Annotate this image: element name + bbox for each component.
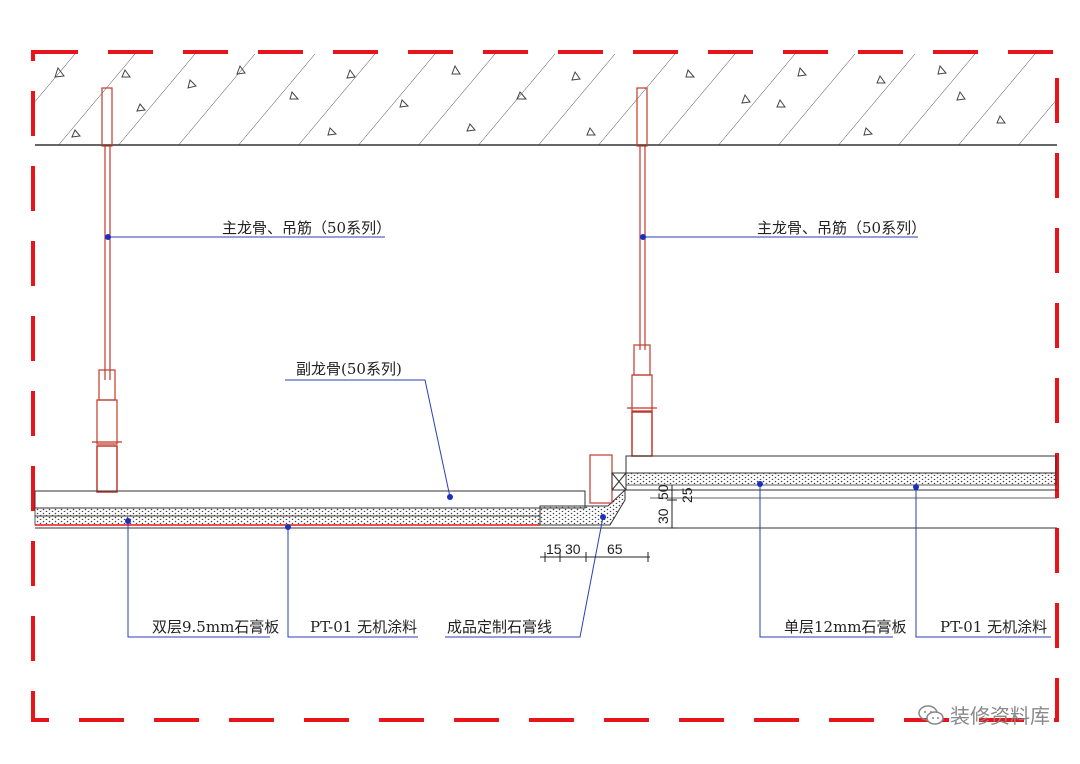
wechat-icon (918, 704, 944, 725)
dim-30-vertical: 30 (655, 508, 671, 524)
concrete-slab (35, 54, 1057, 146)
label-pt01-left: PT-01 无机涂料 (310, 618, 417, 636)
drawing-frame (31, 50, 1059, 722)
upper-ceiling-right (35, 455, 1057, 529)
leader-dots (105, 234, 919, 530)
plaster-line-profile (539, 454, 627, 526)
dim-50: 50 (655, 484, 671, 500)
label-plaster-line: 成品定制石膏线 (447, 618, 552, 636)
watermark-text: 装修资料库 (950, 704, 1050, 728)
dimension-lines (540, 485, 677, 562)
hanger-left (92, 87, 122, 493)
leader-lines (108, 236, 1051, 638)
label-double-board: 双层9.5mm石膏板 (152, 618, 279, 636)
label-main-keel-right: 主龙骨、吊筋（50系列） (757, 219, 926, 237)
dim-65: 65 (607, 541, 623, 557)
lower-ceiling-left (34, 490, 586, 526)
label-pt01-right: PT-01 无机涂料 (940, 618, 1047, 636)
label-sub-keel: 副龙骨(50系列) (296, 360, 402, 378)
label-main-keel-left: 主龙骨、吊筋（50系列） (222, 219, 391, 237)
dim-15: 15 (546, 541, 562, 557)
dim-30: 30 (565, 541, 581, 557)
watermark: 装修资料库 (918, 700, 1050, 729)
dim-25: 25 (679, 487, 695, 503)
label-single-board: 单层12mm石膏板 (784, 618, 907, 636)
